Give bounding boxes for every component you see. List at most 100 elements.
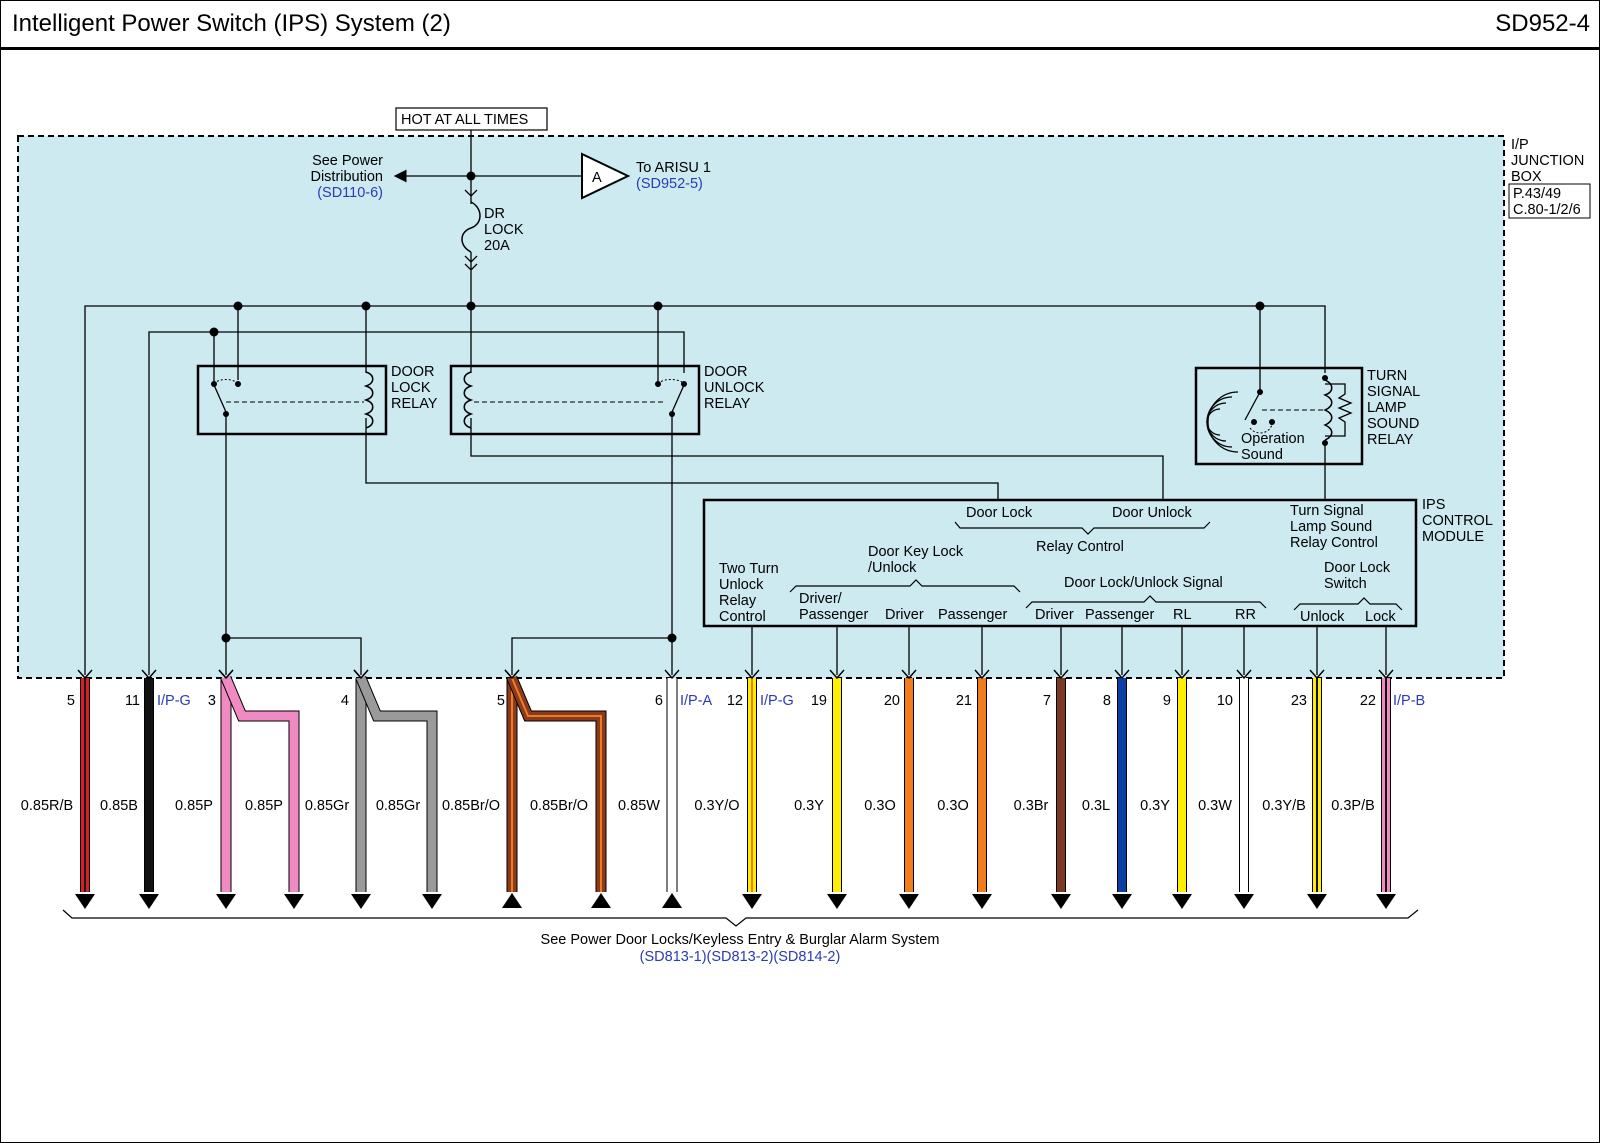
ips-control-module: IPS CONTROL MODULE Door Lock Door Unlock… [702,497,1493,628]
footer-reference: See Power Door Locks/Keyless Entry & Bur… [62,909,1419,965]
pin-7: 50.85Br/O [442,669,522,908]
pin-4: 0.85P [218,669,304,909]
arrow-down-icon [972,894,992,909]
pin-number: 11 [125,693,140,709]
pin-number: 21 [956,693,972,709]
svg-text:20A: 20A [484,238,510,254]
svg-text:Unlock: Unlock [1300,609,1345,625]
svg-text:RELAY: RELAY [704,396,751,412]
header-bar: Intelligent Power Switch (IPS) System (2… [0,0,1600,50]
pin-number: 23 [1291,693,1307,709]
pin-15: 80.3L [1082,669,1132,909]
svg-text:Unlock: Unlock [719,577,764,593]
arrow-up-icon [502,893,522,908]
arrow-up-icon [662,893,682,908]
pin-number: 7 [1043,693,1051,709]
arrow-down-icon [1307,894,1327,909]
fuse-dr-lock-20a: DR LOCK 20A [461,189,524,306]
svg-text:Passenger: Passenger [1085,607,1154,623]
svg-text:LOCK: LOCK [391,380,431,396]
svg-text:Relay Control: Relay Control [1290,535,1378,551]
arrow-down-icon [1234,894,1254,909]
diagram-code: SD952-4 [1495,10,1590,37]
arrow-down-icon [351,894,371,909]
pin-16: 90.3Y [1140,669,1192,909]
svg-text:Relay Control: Relay Control [1036,539,1124,555]
svg-text:TURN: TURN [1367,368,1407,384]
connector-id: I/P-B [1393,693,1425,709]
module-output-wiring [751,626,1387,675]
pin-6: 0.85Gr [353,669,442,909]
wire-spec: 0.85Br/O [530,798,588,814]
svg-text:A: A [592,170,602,186]
arrow-down-icon [899,894,919,909]
pin-18: 230.3Y/B [1262,669,1327,909]
wire-spec: 0.3Y/O [694,798,739,814]
svg-text:To ARISU 1: To ARISU 1 [636,160,711,176]
svg-text:UNLOCK: UNLOCK [704,380,765,396]
hot-at-all-times-label: HOT AT ALL TIMES [395,107,548,131]
pin-number: 6 [655,693,663,709]
pin-12: 20 0.3O [864,669,919,909]
arrow-up-icon [591,893,611,908]
wire-spec: 0.85B [100,798,138,814]
svg-text:Operation: Operation [1241,431,1305,447]
svg-text:JUNCTION: JUNCTION [1511,153,1584,169]
pin-3: 30.85P [175,669,236,909]
svg-text:See Power: See Power [312,153,383,169]
pin-number: 10 [1217,693,1233,709]
wire-spec: 0.3W [1198,798,1232,814]
svg-text:Driver: Driver [885,607,924,623]
see-power-distribution: See Power Distribution (SD110-6) [310,153,383,201]
pin-8: 0.85Br/O [504,669,611,908]
pin-1: 50.85R/B [21,669,95,909]
wire-spec: 0.85R/B [21,798,73,814]
pin-number: 4 [341,693,349,709]
svg-text:Driver/: Driver/ [799,591,843,607]
pin-number: 22 [1360,693,1376,709]
svg-text:Lamp Sound: Lamp Sound [1290,519,1372,535]
arrow-down-icon [284,894,304,909]
bus-junction-dots [209,301,1265,643]
svg-text:DOOR: DOOR [704,364,748,380]
wire-spec: 0.85P [175,798,213,814]
arrow-down-icon [742,894,762,909]
pin-13: 210.3O [937,669,992,909]
wire-spec: 0.3Br [1014,798,1049,814]
turn-signal-lamp-sound-relay: Operation Sound TURN SIGNAL LAMP SOUND R… [1194,366,1420,466]
svg-text:Control: Control [719,609,766,625]
arrow-down-icon [422,894,442,909]
door-lock-relay: DOOR LOCK RELAY [196,364,438,436]
svg-text:Switch: Switch [1324,576,1367,592]
svg-text:LOCK: LOCK [484,222,524,238]
svg-text:Passenger: Passenger [938,607,1007,623]
svg-text:Door Lock: Door Lock [966,505,1033,521]
svg-text:SOUND: SOUND [1367,416,1419,432]
svg-text:Door Lock: Door Lock [1324,560,1391,576]
wire-spec: 0.3O [864,798,895,814]
svg-text:Door Unlock: Door Unlock [1112,505,1193,521]
pin-number: 20 [884,693,900,709]
arrow-down-icon [139,894,159,909]
svg-text:(SD110-6): (SD110-6) [317,185,383,201]
svg-text:P.43/49: P.43/49 [1513,186,1561,202]
wire-spec: 0.3L [1082,798,1110,814]
pin-number: 12 [727,693,743,709]
arrow-down-icon [1051,894,1071,909]
svg-text:SIGNAL: SIGNAL [1367,384,1420,400]
pin-14: 7 0.3Br [1014,669,1071,909]
svg-text:LAMP: LAMP [1367,400,1407,416]
svg-text:RR: RR [1235,607,1256,623]
arrow-down-icon [75,894,95,909]
pin-2: 11 I/P-G 0.85B [100,669,191,909]
junction-dot [466,171,476,181]
arrow-down-icon [1376,894,1396,909]
svg-text:Door Key Lock: Door Key Lock [868,544,964,560]
connector-id: I/P-G [157,693,191,709]
svg-text:IPS: IPS [1422,497,1445,513]
svg-text:Two Turn: Two Turn [719,561,779,577]
